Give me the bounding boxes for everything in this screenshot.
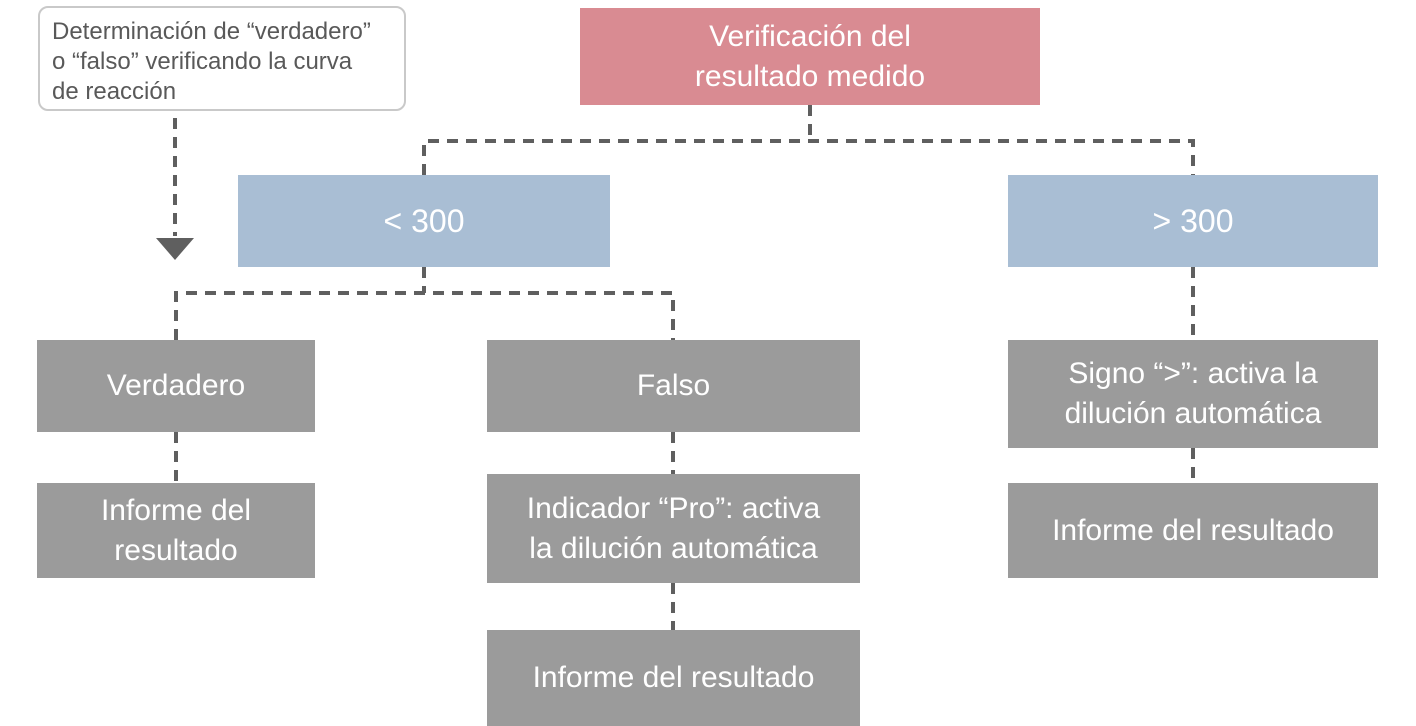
connector-root-split [422, 139, 1195, 175]
root-node-verification: Verificación del resultado medido [580, 8, 1040, 105]
note-box: Determinación de “verdadero” o “falso” v… [38, 6, 406, 111]
node-signo-dilucion: Signo “>”: activa la dilución automática [1008, 340, 1378, 448]
node-informe-resultado-left: Informe del resultado [37, 483, 315, 578]
arrow-down-icon [156, 238, 194, 260]
node-verdadero: Verdadero [37, 340, 315, 432]
node-falso: Falso [487, 340, 860, 432]
branch-node-lt-300: < 300 [238, 175, 610, 267]
connector-lt300-split [174, 291, 675, 340]
node-informe-resultado-bottom: Informe del resultado [487, 630, 860, 726]
branch-node-gt-300: > 300 [1008, 175, 1378, 267]
node-informe-resultado-right: Informe del resultado [1008, 483, 1378, 578]
node-indicador-pro: Indicador “Pro”: activa la dilución auto… [487, 474, 860, 583]
